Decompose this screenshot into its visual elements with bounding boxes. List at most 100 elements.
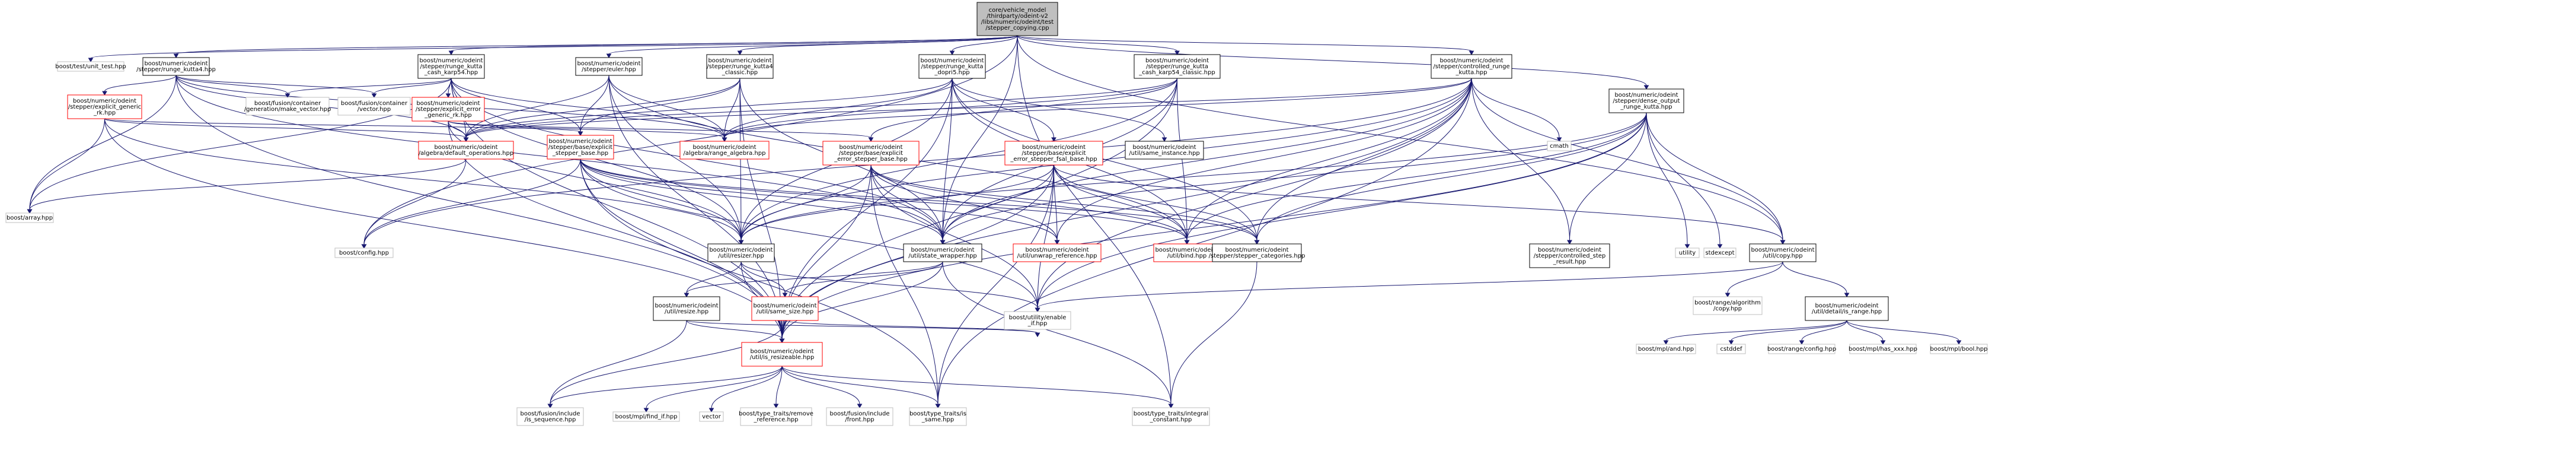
edge-root-to-dense [1017,35,1649,90]
node-box [679,141,770,160]
edge-expl_err_base-to-stepper_categories [870,164,1260,245]
node-utility[interactable]: utility [1675,247,1700,258]
node-enable_if[interactable]: boost/utility/enable_if.hpp [1004,311,1071,330]
node-range_algo_copy[interactable]: boost/range/algorithm/copy.hpp [1693,296,1763,315]
node-expl_err_fsal[interactable]: boost/numeric/odeint/stepper/base/explic… [1004,141,1103,166]
node-mpl_has_xxx[interactable]: boost/mpl/has_xxx.hpp [1849,344,1917,354]
edge-is_resizeable-to-integral_constant [781,366,1174,408]
edge-ctrl-to-range_algebra [722,78,1472,142]
edge-rk4c-to-resizer [738,78,744,245]
node-euler[interactable]: boost/numeric/odeint/stepper/euler.hpp [575,57,643,76]
edge-state_wrapper-to-same_size [782,261,943,297]
node-mpl_bool[interactable]: boost/mpl/bool.hpp [1930,344,1988,354]
node-rk4[interactable]: boost/numeric/odeint/stepper/runge_kutta… [136,57,216,76]
edge-copy-to-enable_if [1035,261,1783,312]
node-ctrl_step_result[interactable]: boost/numeric/odeint/stepper/controlled_… [1529,243,1610,268]
node-find_if[interactable]: boost/mpl/find_if.hpp [612,411,680,422]
node-state_wrapper[interactable]: boost/numeric/odeint/util/state_wrapper.… [903,243,982,262]
node-label-line: /stepper/runge_kutta4 [707,64,773,70]
node-mpl_and[interactable]: boost/mpl/and.hpp [1636,344,1696,354]
node-array[interactable]: boost/array.hpp [5,212,54,223]
node-label-line: /stepper_copying.cpp [985,25,1049,31]
node-expl_generic[interactable]: boost/numeric/odeint/stepper/explicit_ge… [67,94,142,119]
node-rkck54[interactable]: boost/numeric/odeint/stepper/runge_kutta… [417,54,485,79]
node-remove_ref[interactable]: boost/type_traits/remove_reference.hpp [739,407,813,426]
node-unit_test[interactable]: boost/test/unit_test.hpp [55,61,126,72]
edge-dense-to-stepper_categories [1254,112,1647,245]
edge-resize-to-is_sequence [547,320,687,408]
node-label-line: _result.hpp [1553,259,1587,265]
edge-rk4-to-fusion_vector [175,75,377,98]
edge-resize-to-enable_if [686,320,1040,337]
node-label-line: boost/numeric/odeint [911,247,974,253]
node-label-line: /util/detail/is_range.hpp [1812,309,1882,315]
edge-ctrl-to-default_ops [463,78,1472,142]
node-rkdopri[interactable]: boost/numeric/odeint/stepper/runge_kutta… [918,54,986,79]
node-box [142,57,210,76]
node-label-line: boost/numeric/odeint [1538,247,1601,253]
node-copy[interactable]: boost/numeric/odeint/util/copy.hpp [1749,243,1817,262]
node-is_range[interactable]: boost/numeric/odeint/util/detail/is_rang… [1805,296,1889,321]
node-label-line: boost/numeric/odeint [920,58,984,64]
node-label-line: boost/config.hpp [339,250,389,256]
node-label-line: utility [1679,250,1696,256]
node-fusion_vector[interactable]: boost/fusion/container/vector.hpp [337,97,411,116]
node-ctrl[interactable]: boost/numeric/odeint/stepper/controlled_… [1431,54,1512,79]
node-cstddef[interactable]: cstddef [1716,344,1746,354]
node-expl_err_base[interactable]: boost/numeric/odeint/stepper/base/explic… [822,141,920,166]
node-default_ops[interactable]: boost/numeric/odeint/algebra/default_ope… [418,141,514,160]
node-label-line: boost/range/config.hpp [1767,346,1836,353]
node-label-line: boost/numeric/odeint [144,61,208,67]
node-is_sequence[interactable]: boost/fusion/include/is_sequence.hpp [516,407,584,426]
edge-root-to-rk4c [737,35,1018,55]
node-rk4c[interactable]: boost/numeric/odeint/stepper/runge_kutta… [706,54,774,79]
node-is_resizeable[interactable]: boost/numeric/odeint/util/is_resizeable.… [741,342,823,367]
node-box [418,141,514,160]
edge-expl_base-to-is_same [580,158,941,408]
node-bind[interactable]: boost/numeric/odeint/util/bind.hpp [1153,243,1221,262]
node-label-line: boost/range/algorithm [1694,300,1761,306]
node-label-line: boost/numeric/odeint [750,348,813,355]
edge-root-to-euler [606,35,1018,58]
node-expl_base[interactable]: boost/numeric/odeint/stepper/base/explic… [547,135,614,160]
edge-rkck54-to-resizer [451,78,744,245]
node-resizer[interactable]: boost/numeric/odeint/util/resizer.hpp [707,243,775,262]
node-label-line: _stepper_base.hpp [552,150,608,157]
node-integral_constant[interactable]: boost/type_traits/integral_constant.hpp [1132,407,1210,426]
node-label-line: /stepper/explicit_error [416,106,481,113]
node-range_algebra[interactable]: boost/numeric/odeint/algebra/range_algeb… [679,141,770,160]
node-make_vector[interactable]: boost/fusion/container/generation/make_v… [244,97,331,116]
node-label-line: core/vehicle_model [989,7,1046,14]
node-same_instance[interactable]: boost/numeric/odeint/util/same_instance.… [1125,141,1204,160]
node-rkck54c[interactable]: boost/numeric/odeint/stepper/runge_kutta… [1134,54,1221,79]
node-label-line: boost/mpl/and.hpp [1638,346,1694,353]
node-label-line: boost/numeric/odeint [692,144,756,151]
node-vector[interactable]: vector [699,411,724,422]
node-label-line: /generation/make_vector.hpp [244,106,331,113]
edge-expl_err_fsal-to-stepper_categories [1054,164,1260,245]
node-label-line: /vector.hpp [357,106,391,113]
node-expl_err_generic[interactable]: boost/numeric/odeint/stepper/explicit_er… [411,97,485,122]
node-box [575,57,643,76]
node-cmath[interactable]: cmath [1547,141,1572,151]
node-label-line: boost/numeric/odeint [548,138,612,145]
node-box [826,407,893,426]
node-stdexcept[interactable]: stdexcept [1703,247,1737,258]
node-config[interactable]: boost/config.hpp [334,247,394,258]
node-same_size[interactable]: boost/numeric/odeint/util/same_size.hpp [751,296,819,321]
node-is_same[interactable]: boost/type_traits/is_same.hpp [909,407,967,426]
node-stepper_categories[interactable]: boost/numeric/odeint/stepper/stepper_cat… [1209,243,1305,262]
edge-is_resizeable-to-is_same [781,366,941,408]
node-unwrap_ref[interactable]: boost/numeric/odeint/util/unwrap_referen… [1013,243,1102,262]
node-box [976,2,1058,36]
node-range_config[interactable]: boost/range/config.hpp [1767,344,1836,354]
node-box [334,247,394,258]
node-label-line: /util/same_instance.hpp [1129,150,1199,157]
node-resize[interactable]: boost/numeric/odeint/util/resize.hpp [653,296,720,321]
node-label-line: boost/fusion/container [254,100,321,107]
node-label-line: _if.hpp [1027,320,1048,327]
graph-edges [27,35,1962,412]
node-fusion_front[interactable]: boost/fusion/include/front.hpp [826,407,893,426]
node-dense[interactable]: boost/numeric/odeint/stepper/dense_outpu… [1608,88,1684,113]
node-label-line: /util/state_wrapper.hpp [908,253,977,259]
